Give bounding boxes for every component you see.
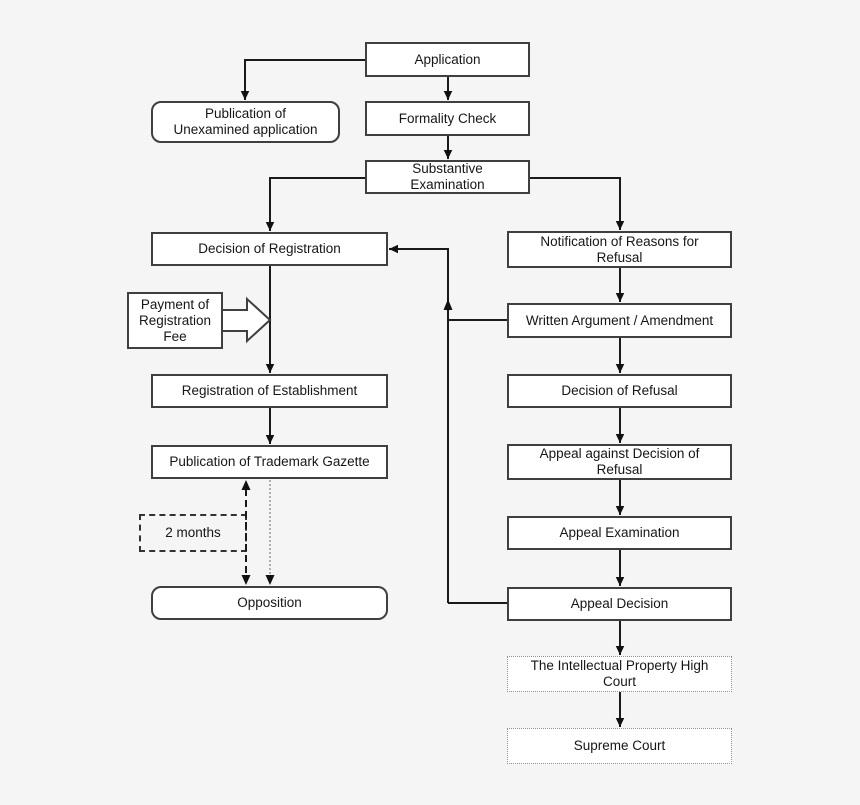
node-payment-fee-label: Payment of Registration Fee (138, 296, 212, 344)
dashed-up-arrowhead (241, 480, 251, 490)
node-decision-registration-label: Decision of Registration (198, 241, 341, 256)
node-ip-high-court-label: The Intellectual Property High Court (530, 658, 709, 689)
node-publication-unexamined: Publication of Unexamined application (151, 101, 340, 143)
node-decision-refusal: Decision of Refusal (507, 374, 732, 408)
node-decision-refusal-label: Decision of Refusal (561, 383, 678, 398)
node-opposition-label: Opposition (237, 595, 302, 610)
node-registration-establishment: Registration of Establishment (151, 374, 388, 408)
node-formality-check: Formality Check (365, 101, 530, 136)
dashed-down-arrowhead (241, 575, 251, 585)
node-notification-refusal: Notification of Reasons for Refusal (507, 231, 732, 268)
node-publication-gazette-label: Publication of Trademark Gazette (169, 454, 370, 469)
node-supreme-court: Supreme Court (507, 728, 732, 764)
node-appeal-examination-label: Appeal Examination (559, 525, 680, 540)
node-supreme-court-label: Supreme Court (573, 738, 666, 753)
node-application-label: Application (414, 51, 481, 67)
node-appeal-decision: Appeal Decision (507, 587, 732, 621)
node-ip-high-court: The Intellectual Property High Court (507, 656, 732, 692)
node-publication-gazette: Publication of Trademark Gazette (151, 445, 388, 479)
node-substantive-examination: Substantive Examination (365, 160, 530, 194)
node-appeal-against-refusal: Appeal against Decision of Refusal (507, 444, 732, 480)
node-publication-unexamined-label: Publication of Unexamined application (173, 106, 318, 137)
node-written-argument-label: Written Argument / Amendment (525, 312, 714, 328)
node-payment-fee: Payment of Registration Fee (127, 292, 223, 349)
node-two-months-label: 2 months (165, 525, 221, 540)
node-formality-check-label: Formality Check (398, 110, 497, 126)
node-registration-establishment-label: Registration of Establishment (181, 383, 358, 398)
feedback-up-arrowhead (443, 299, 453, 310)
node-application: Application (365, 42, 530, 77)
edge-application-to-publication (240, 59, 365, 100)
edge-substantive-to-decision-registration (265, 177, 365, 231)
node-decision-registration: Decision of Registration (151, 232, 388, 266)
node-appeal-decision-label: Appeal Decision (570, 596, 669, 611)
edge-feedback-to-decision-registration (389, 244, 449, 603)
node-opposition: Opposition (151, 586, 388, 620)
node-appeal-examination: Appeal Examination (507, 516, 732, 550)
dotted-down-arrowhead (265, 575, 275, 585)
node-substantive-examination-label: Substantive Examination (410, 161, 485, 192)
node-written-argument: Written Argument / Amendment (507, 303, 732, 338)
node-two-months: 2 months (139, 514, 247, 552)
node-notification-refusal-label: Notification of Reasons for Refusal (540, 233, 699, 265)
edge-substantive-to-notification (530, 177, 625, 230)
payment-block-arrow (221, 296, 272, 344)
node-appeal-against-refusal-label: Appeal against Decision of Refusal (539, 446, 700, 477)
